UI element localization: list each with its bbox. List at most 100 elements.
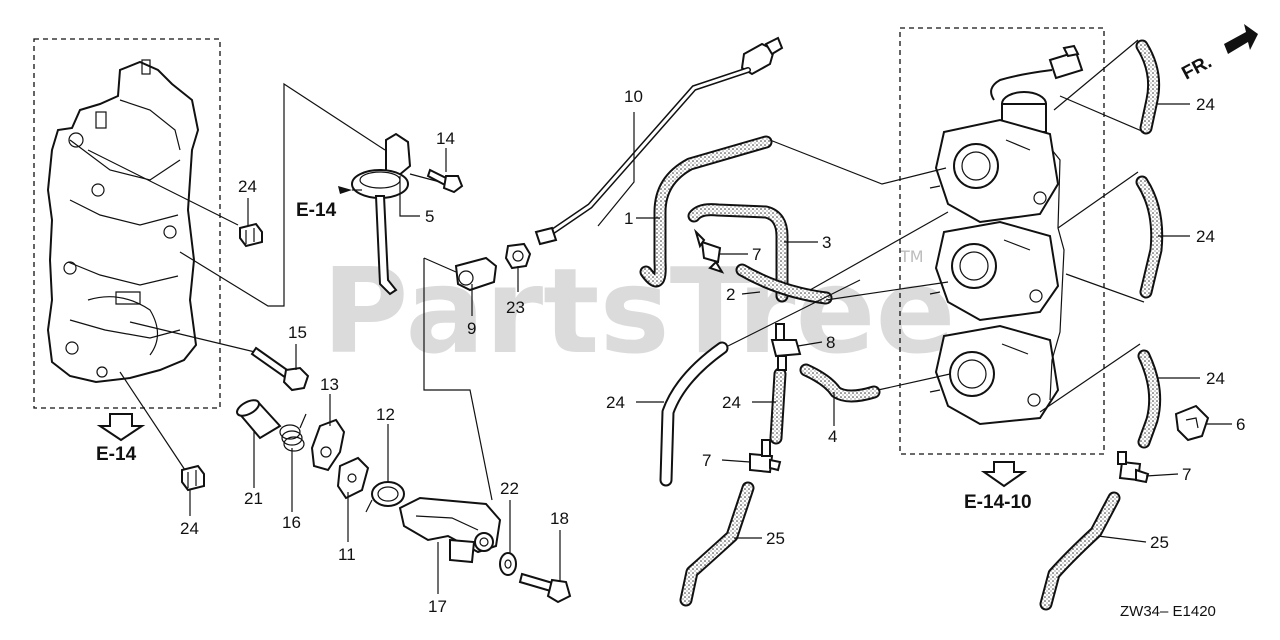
hose-25b[interactable]	[1039, 491, 1121, 611]
joint-7a[interactable]	[693, 228, 725, 274]
callout-5[interactable]: 5	[425, 207, 434, 226]
watermark: PartsTree	[322, 242, 956, 380]
joint-8[interactable]	[770, 323, 802, 371]
bolt-16[interactable]	[426, 168, 464, 194]
lever-13[interactable]	[310, 418, 346, 472]
callout-24c[interactable]: 24	[1196, 227, 1215, 246]
intake-manifold-group-box	[33, 38, 221, 409]
ref-diaphragm[interactable]: E-14	[296, 200, 337, 221]
leader-7b-num	[721, 459, 751, 463]
callout-3[interactable]: 3	[822, 233, 831, 252]
callout-24d[interactable]: 24	[1206, 369, 1225, 388]
nut-19a[interactable]	[239, 222, 263, 248]
link-plate-15[interactable]	[398, 496, 502, 564]
washer-20[interactable]	[499, 552, 517, 576]
leader-hose3-carb	[809, 211, 949, 291]
collar-21[interactable]	[235, 397, 282, 440]
leader-hose23-carb	[727, 279, 861, 347]
callout-14[interactable]: 16	[282, 513, 301, 532]
leader-hose2-carb	[825, 281, 949, 301]
leader-7c-num	[1145, 473, 1179, 477]
hose-24d[interactable]	[1137, 349, 1162, 449]
callout-20[interactable]: 22	[500, 479, 519, 498]
callout-10[interactable]: 10	[624, 87, 643, 106]
leader-hose1-carb	[769, 139, 947, 185]
leader-25b-num	[1097, 535, 1147, 543]
hose-23[interactable]	[659, 341, 729, 487]
callout-22[interactable]: 23	[506, 298, 525, 317]
bolt-17[interactable]	[250, 346, 310, 392]
leader-8-num	[797, 341, 823, 347]
leader-19b	[119, 371, 186, 471]
callout-2[interactable]: 2	[726, 285, 735, 304]
callout-21[interactable]: 21	[244, 489, 263, 508]
leader-19a	[87, 149, 239, 226]
callout-7c[interactable]: 7	[1182, 465, 1191, 484]
hose-25a[interactable]	[679, 481, 755, 607]
callout-16[interactable]: 14	[436, 129, 455, 148]
callout-15[interactable]: 17	[428, 597, 447, 616]
hose-1[interactable]	[639, 135, 773, 288]
hose-4[interactable]	[799, 363, 881, 403]
callout-9[interactable]: 9	[467, 319, 476, 338]
callout-25a[interactable]: 25	[766, 529, 785, 548]
callout-11[interactable]: 11	[338, 545, 356, 564]
leader-17	[129, 321, 256, 353]
hose-24c[interactable]	[1135, 175, 1164, 299]
hose-3[interactable]	[687, 203, 789, 303]
leader-24c	[1057, 171, 1145, 303]
callout-19a[interactable]: 24	[238, 177, 257, 196]
carburetor-assembly[interactable]	[929, 44, 1084, 426]
callout-4[interactable]: 4	[828, 427, 837, 446]
joint-7c[interactable]	[1117, 451, 1150, 484]
direction-label: FR.	[1178, 52, 1215, 85]
ref-arrow-diaphragm	[338, 186, 352, 194]
callout-8[interactable]: 8	[826, 333, 835, 352]
leader-gasket-line	[179, 82, 386, 307]
carburetor-group-box	[899, 27, 1105, 455]
callout-1[interactable]: 1	[624, 209, 633, 228]
clip-6[interactable]	[1174, 404, 1210, 442]
diagram-code: ZW34– E1420	[1120, 603, 1216, 620]
lever-11[interactable]	[336, 456, 370, 500]
leader-hose4-carb	[877, 373, 951, 391]
leader-box-15	[423, 258, 493, 501]
ref-arrow-carb	[980, 461, 1028, 488]
nut-22[interactable]	[504, 242, 532, 270]
leader-5	[399, 176, 420, 217]
nut-19b[interactable]	[181, 464, 205, 492]
callout-23[interactable]: 24	[606, 393, 625, 412]
leader-24d	[1039, 343, 1141, 413]
callout-25b[interactable]: 25	[1150, 533, 1169, 552]
hose-2[interactable]	[735, 263, 833, 305]
callout-17[interactable]: 15	[288, 323, 307, 342]
leader-10	[597, 112, 635, 227]
intake-manifold[interactable]	[46, 59, 200, 384]
spring-14[interactable]	[279, 413, 307, 452]
front-direction-arrow: FR.	[1178, 24, 1258, 84]
diaphragm-5[interactable]	[351, 132, 412, 296]
callout-24b[interactable]: 24	[1196, 95, 1215, 114]
joint-7b[interactable]	[749, 439, 782, 474]
hose-24b[interactable]	[1135, 39, 1161, 135]
watermark-trademark: TM	[899, 247, 924, 266]
callout-13[interactable]: 13	[320, 375, 339, 394]
callout-7a[interactable]: 7	[752, 245, 761, 264]
leader-2-num	[741, 291, 761, 295]
callout-19b[interactable]: 24	[180, 519, 199, 538]
fitting-9[interactable]	[454, 256, 498, 292]
ref-carb-bottom[interactable]: E-14-10	[964, 492, 1032, 513]
spring-12[interactable]	[365, 481, 405, 513]
callout-18[interactable]: 18	[550, 509, 569, 528]
hose-24a[interactable]	[769, 367, 787, 445]
ref-left-bottom[interactable]: E-14	[96, 444, 137, 465]
ref-arrow-left	[96, 413, 146, 442]
callout-24a[interactable]: 24	[722, 393, 741, 412]
bolt-18[interactable]	[518, 572, 572, 604]
callout-6[interactable]: 6	[1236, 415, 1245, 434]
callout-12[interactable]: 12	[376, 405, 395, 424]
callout-7b[interactable]: 7	[702, 451, 711, 470]
sensor-cable-10[interactable]	[534, 36, 784, 246]
